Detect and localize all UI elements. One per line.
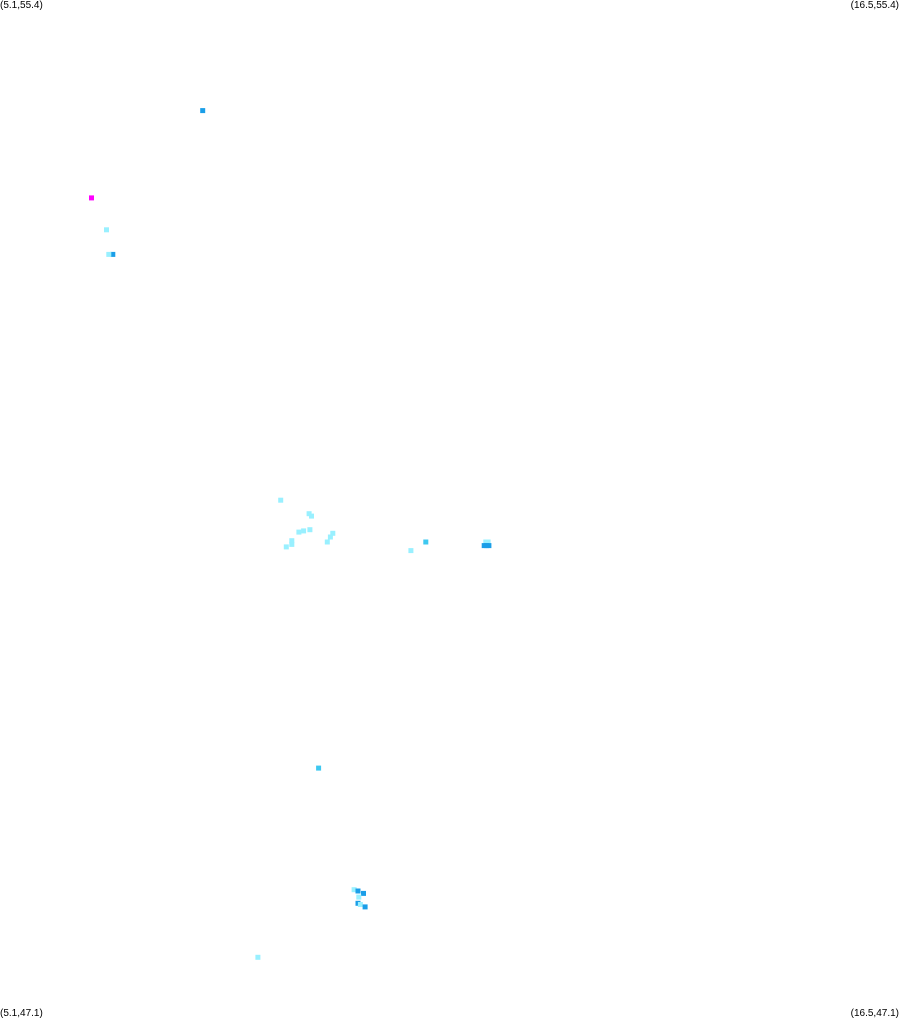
corner-label-bottom-right: (16.5,47.1) [850, 1008, 899, 1019]
map-point-9 [301, 528, 307, 534]
map-point-16 [283, 544, 289, 550]
map-point-0 [200, 108, 206, 114]
map-point-2 [104, 227, 109, 233]
map-point-26 [355, 888, 361, 894]
map-point-18 [408, 548, 414, 554]
map-point-8 [307, 527, 313, 533]
map-point-23 [486, 543, 492, 549]
map-point-32 [255, 954, 261, 960]
map-point-20 [485, 539, 491, 545]
map-point-10 [296, 529, 302, 535]
map-point-14 [289, 538, 295, 544]
map-point-27 [361, 890, 366, 896]
corner-label-top-right: (16.5,55.4) [850, 0, 899, 11]
map-point-4 [106, 251, 112, 257]
map-point-30 [357, 902, 363, 907]
map-point-25 [351, 887, 357, 893]
map-point-17 [423, 539, 429, 545]
map-point-7 [309, 513, 314, 519]
map-point-13 [324, 539, 330, 545]
map-point-12 [327, 534, 333, 540]
map-point-24 [316, 765, 322, 771]
map-point-11 [330, 530, 336, 536]
map-point-31 [362, 904, 368, 910]
corner-label-bottom-left: (5.1,47.1) [0, 1008, 43, 1019]
map-point-15 [289, 541, 295, 547]
corner-label-top-left: (5.1,55.4) [0, 0, 43, 11]
map-point-3 [110, 251, 116, 257]
map-point-28 [356, 894, 362, 900]
map-point-1 [89, 195, 94, 201]
map-point-5 [278, 497, 284, 503]
